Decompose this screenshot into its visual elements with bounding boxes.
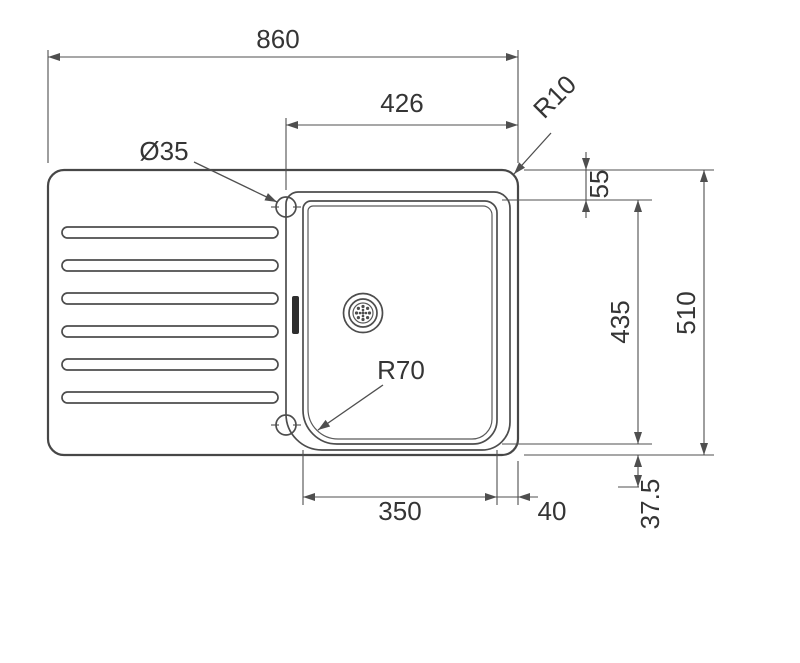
dimensions: 860 426 R10 Ø35 55 — [47, 24, 714, 530]
bowl-outline — [302, 200, 498, 445]
dim-label-435: 435 — [605, 300, 635, 343]
sink-plan — [46, 168, 520, 457]
dim-label-426: 426 — [380, 88, 423, 118]
dim-label-40: 40 — [538, 496, 567, 526]
dim-label-r70: R70 — [377, 355, 425, 385]
dim-bowl-length: 435 — [605, 200, 642, 444]
callout-corner-radius: R10 — [513, 69, 582, 175]
dim-upper-width: 426 — [285, 88, 518, 190]
dim-overall-depth: 510 — [671, 170, 708, 455]
drainer-groove — [61, 391, 279, 404]
drain-inner-ring — [352, 302, 374, 324]
dim-bottom-offset: 37.5 — [634, 455, 665, 530]
drainer-groove — [61, 325, 279, 338]
bowl-rim-outline — [285, 191, 511, 451]
callout-bowl-radius: R70 — [317, 355, 425, 431]
bowl-base-line — [307, 205, 493, 440]
dim-label-d35: Ø35 — [139, 136, 188, 166]
leader-line — [513, 132, 552, 175]
leader-line — [193, 161, 278, 203]
drainer-groove — [61, 292, 279, 305]
drain-mid-ring — [348, 298, 378, 328]
tap-hole-bottom — [271, 414, 301, 436]
dim-label-860: 860 — [256, 24, 299, 54]
drainer-groove — [61, 358, 279, 371]
dim-label-r10: R10 — [527, 69, 582, 124]
dim-right-offset: 40 — [497, 493, 567, 526]
dim-label-350: 350 — [378, 496, 421, 526]
dim-label-55: 55 — [584, 170, 614, 199]
leader-line — [317, 384, 384, 431]
dim-bowl-width: 350 — [303, 493, 497, 526]
dim-label-37-5: 37.5 — [635, 479, 665, 530]
callout-hole-diameter: Ø35 — [139, 136, 278, 203]
dim-top-offset: 55 — [582, 152, 614, 218]
drainer-groove — [61, 259, 279, 272]
tap-hole-top — [271, 196, 301, 218]
drain-holes — [354, 304, 372, 322]
sink-outer-edge — [46, 168, 520, 457]
dim-overall-width: 860 — [47, 24, 519, 163]
drain-strainer — [342, 292, 384, 334]
drainer-groove — [61, 226, 279, 239]
drain-outer-ring — [342, 292, 384, 334]
dim-label-510: 510 — [671, 291, 701, 334]
overflow-slot — [292, 296, 299, 334]
drainer-grooves — [61, 226, 279, 404]
